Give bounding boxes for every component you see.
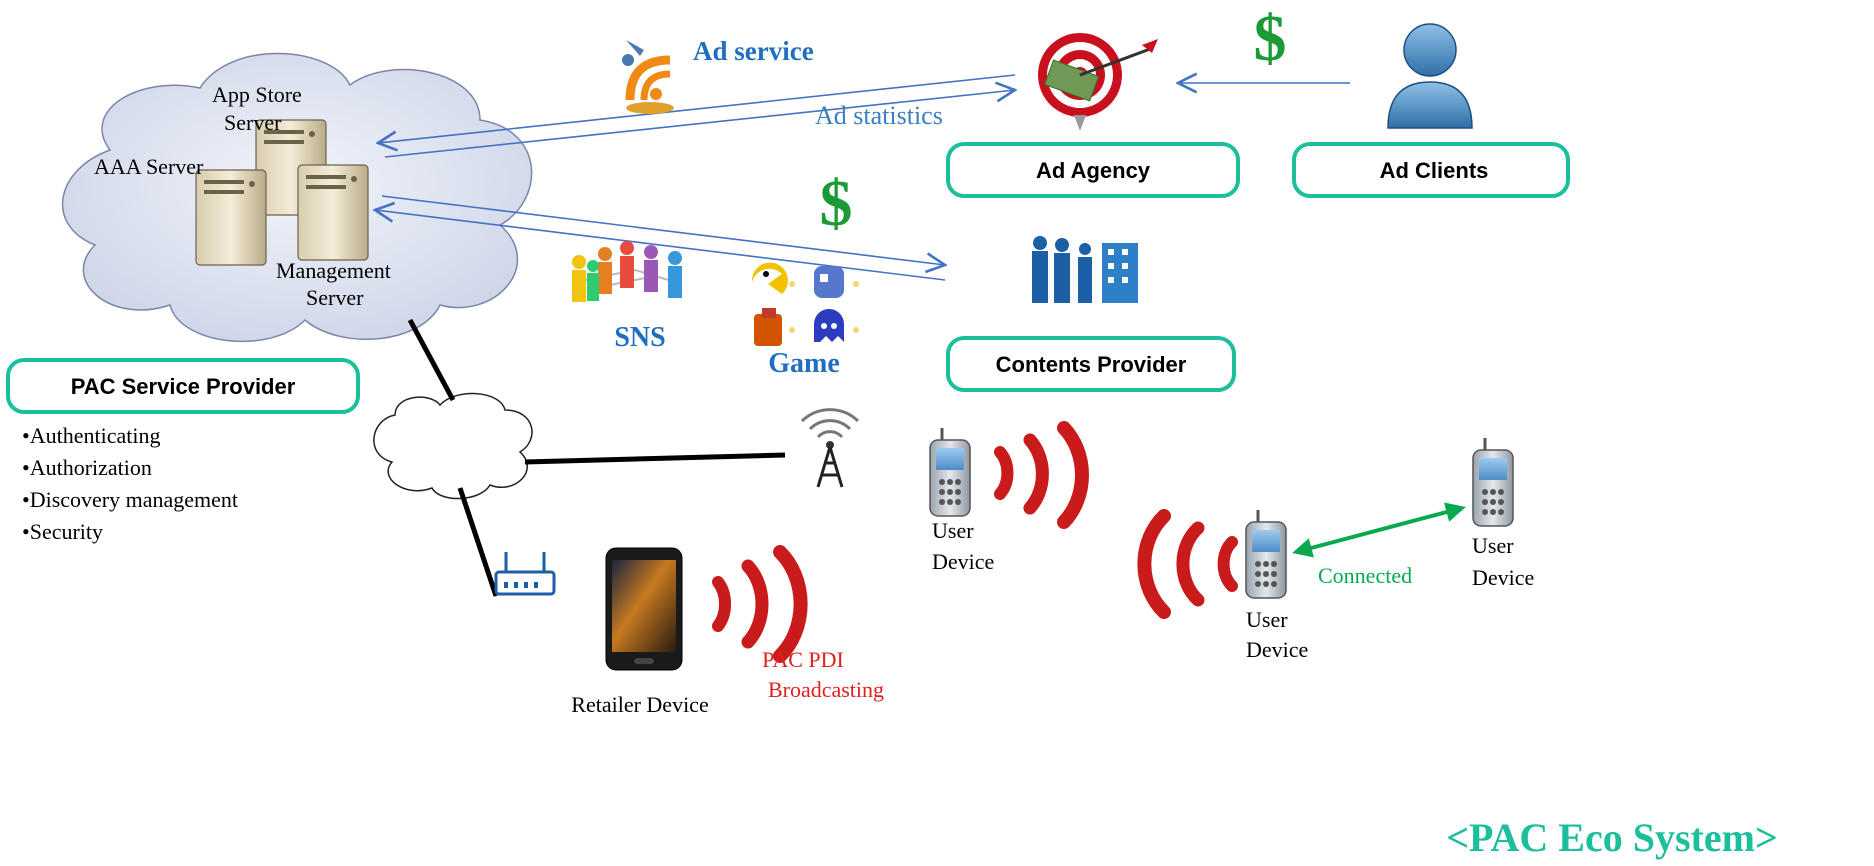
ad-service-icon <box>622 40 674 114</box>
management-server-label-line1: Management <box>276 258 391 283</box>
signal-waves-right-icon <box>994 421 1089 529</box>
diagram-title: <PAC Eco System> <box>1446 815 1777 860</box>
user-device-label-2-line2: Device <box>1246 637 1308 662</box>
aaa-server-label: AAA Server <box>94 154 204 179</box>
dollar-icon-contents: $ <box>820 167 853 240</box>
user-device-label-1-line1: User <box>932 518 974 543</box>
target-icon <box>1038 33 1158 131</box>
management-server-label-line2: Server <box>306 285 364 310</box>
bullet-item: •Security <box>22 519 103 544</box>
retailer-smartphone-icon <box>605 547 683 671</box>
bullet-item: •Authenticating <box>22 423 160 448</box>
ad-clients-label: Ad Clients <box>1380 158 1489 183</box>
app-store-server-label-line2: Server <box>224 110 282 135</box>
user-device-phone-icon <box>1472 438 1514 527</box>
signal-waves-left-icon <box>1137 509 1238 619</box>
user-device-label-3-line2: Device <box>1472 565 1534 590</box>
aaa-server-icon <box>195 169 267 266</box>
dollar-icon-clients: $ <box>1254 2 1287 75</box>
user-device-phone-icon <box>1245 510 1287 599</box>
game-icon <box>751 262 859 346</box>
ad-client-person-icon <box>1387 23 1473 129</box>
service-provider-functions: •Authenticating •Authorization •Discover… <box>22 423 238 544</box>
app-store-server-label-line1: App Store <box>212 82 302 107</box>
ad-clients-box: Ad Clients <box>1292 142 1570 198</box>
pac-service-provider-box: PAC Service Provider <box>6 358 360 414</box>
management-server-icon <box>297 164 369 261</box>
pac-service-provider-label: PAC Service Provider <box>71 374 296 399</box>
connected-arrow <box>1292 502 1466 558</box>
ad-agency-label: Ad Agency <box>1036 158 1151 183</box>
bullet-item: •Authorization <box>22 455 152 480</box>
business-people-icon <box>1032 236 1138 303</box>
user-device-label-3-line1: User <box>1472 533 1514 558</box>
broadcast-waves-icon <box>712 545 808 663</box>
sns-label: SNS <box>614 322 665 353</box>
ad-statistics-label: Ad statistics <box>815 101 943 130</box>
connected-label: Connected <box>1318 563 1412 588</box>
broadcast-label-line2: Broadcasting <box>768 677 884 702</box>
bullet-item: •Discovery management <box>22 487 238 512</box>
game-label: Game <box>768 348 840 379</box>
user-device-label-1-line2: Device <box>932 549 994 574</box>
sns-people-icon <box>572 241 682 302</box>
flow-arrows <box>375 75 1350 281</box>
ad-agency-box: Ad Agency <box>946 142 1240 198</box>
router-icon <box>494 552 556 596</box>
broadcast-label-line1: PAC PDI <box>762 647 844 672</box>
cell-tower-icon <box>800 408 860 488</box>
user-device-phone-icon <box>929 428 971 517</box>
network-links <box>407 318 786 597</box>
user-device-label-2-line1: User <box>1246 607 1288 632</box>
retailer-device-label: Retailer Device <box>571 692 708 717</box>
ad-service-label: Ad service <box>693 36 814 66</box>
contents-provider-label: Contents Provider <box>996 352 1187 377</box>
contents-provider-box: Contents Provider <box>946 336 1236 392</box>
network-cloud <box>373 392 533 500</box>
